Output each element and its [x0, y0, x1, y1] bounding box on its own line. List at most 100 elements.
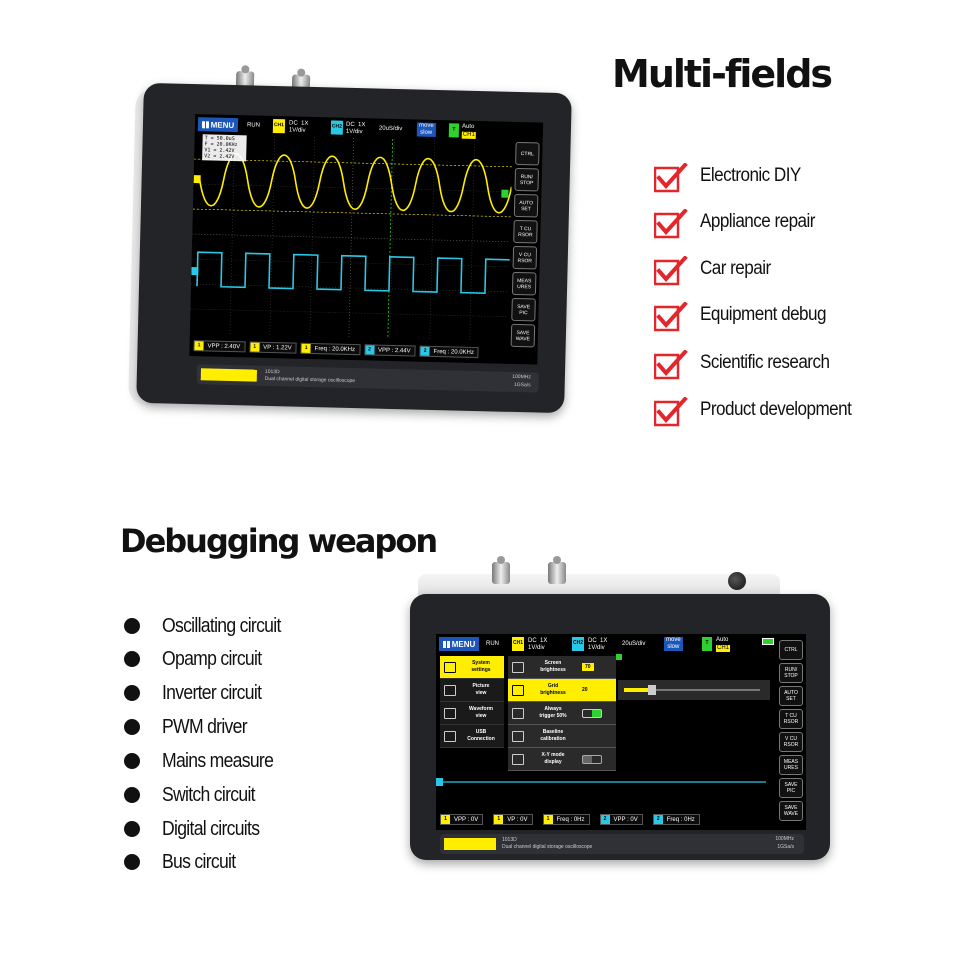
measurement-value: VPP : 0V [613, 816, 638, 823]
ch2-setting: DC 1X 1V/div [588, 638, 608, 651]
ch1-badge[interactable]: CH1 [272, 118, 286, 134]
cursor-readout: T = 50.0uS F = 20.0KHz V1 = 2.42V V2 = 2… [202, 134, 247, 162]
toggle-off-icon[interactable] [582, 754, 602, 764]
brightness-icon [512, 661, 524, 673]
checklist-item: Scientific research [653, 347, 844, 380]
run-stop-button[interactable]: RUN/ STOP [514, 167, 539, 192]
setting-label: Screen brightness [540, 660, 566, 673]
ch2-badge[interactable]: CH2 [330, 120, 344, 135]
auto-set-button[interactable]: AUTO SET [779, 686, 803, 706]
checklist-item: Appliance repair [653, 206, 828, 239]
time-cursor-button[interactable]: T CU RSOR [513, 219, 538, 244]
bullet-label: Mains measure [162, 749, 274, 772]
slider-handle[interactable] [648, 685, 656, 695]
debugging-weapon-heading: Debugging weapon [120, 522, 438, 560]
menu-item-system-settings[interactable]: System settings [440, 656, 504, 679]
menu-grid-icon [201, 120, 209, 128]
menu-item-usb-connection[interactable]: USB Connection [440, 725, 504, 748]
calibration-icon [512, 730, 524, 742]
setting-label: Baseline calibration [540, 729, 566, 742]
measures-button[interactable]: MEAS URES [779, 755, 803, 775]
measurement-value: Freq : 20.0KHz [433, 348, 475, 356]
save-wave-button[interactable]: SAVE WAVE [510, 323, 536, 348]
ctrl-button[interactable]: CTRL [515, 141, 540, 166]
bandwidth-spec: 100MHz [775, 836, 794, 842]
save-wave-button[interactable]: SAVE WAVE [779, 801, 803, 821]
menu-grid-icon [442, 640, 450, 648]
bullet-icon [124, 854, 140, 870]
sample-rate-spec: 1GSa/s [777, 844, 794, 850]
waveform-display [436, 654, 766, 786]
side-button-column: CTRL RUN/ STOP AUTO SET T CU RSOR V CU R… [510, 141, 540, 351]
model-name: 1013D [502, 837, 517, 843]
xy-mode-setting[interactable]: X-Y mode display [508, 748, 616, 771]
trigger-mode: Auto [716, 637, 729, 643]
scope-screen: MENU RUN CH1 DC 1X 1V/div CH2 DC 1X 1V/d… [189, 114, 544, 365]
move-mode-button[interactable]: move slow [664, 637, 683, 651]
channel-tag: 1 [494, 815, 504, 824]
voltage-cursor-button[interactable]: V CU RSOR [512, 245, 538, 270]
rotary-knob-icon[interactable] [728, 572, 746, 590]
bullet-label: Inverter circuit [162, 681, 262, 704]
run-state: RUN [486, 641, 499, 647]
checklist-item: Product development [653, 394, 868, 427]
checklist-label: Equipment debug [700, 304, 826, 325]
save-pic-button[interactable]: SAVE PIC [779, 778, 803, 798]
ch1-badge[interactable]: CH1 [512, 637, 524, 651]
grid-icon [512, 684, 524, 696]
checkmark-icon [653, 162, 688, 193]
menu-item-waveform-view[interactable]: Waveform view [440, 702, 504, 725]
model-strip: 1013D Dual channel digital storage oscil… [440, 834, 804, 854]
auto-set-button[interactable]: AUTO SET [513, 193, 539, 218]
setting-label: Always trigger 50% [539, 706, 567, 719]
bullet-item: PWM driver [124, 713, 258, 741]
scope-screen: MENU RUN CH1 DC 1X 1V/div CH2 DC 1X 1V/d… [436, 634, 806, 830]
menu-button[interactable]: MENU [197, 117, 239, 133]
timebase-readout[interactable]: 20uS/div [378, 125, 403, 133]
bullet-icon [124, 821, 140, 837]
measures-button[interactable]: MEAS URES [511, 271, 537, 296]
model-description: Dual channel digital storage oscilloscop… [264, 375, 356, 385]
menu-item-picture-view[interactable]: Picture view [440, 679, 504, 702]
ctrl-button[interactable]: CTRL [779, 640, 803, 660]
device-bezel: MENU RUN CH1 DC 1X 1V/div CH2 DC 1X 1V/d… [136, 82, 572, 414]
toggle-on-icon[interactable] [582, 708, 602, 718]
voltage-cursor-button[interactable]: V CU RSOR [779, 732, 803, 752]
bullet-label: Oscillating circuit [162, 614, 281, 637]
save-pic-button[interactable]: SAVE PIC [511, 297, 536, 322]
time-cursor-button[interactable]: T CU RSOR [779, 709, 803, 729]
bullet-label: Switch circuit [162, 783, 256, 806]
oscilloscope-device-bottom: MENU RUN CH1 DC 1X 1V/div CH2 DC 1X 1V/d… [410, 556, 832, 862]
measurement-value: VPP : 2.44V [377, 347, 411, 354]
bullet-item: Mains measure [124, 747, 288, 775]
channel-tag: 1 [301, 343, 311, 353]
model-description: Dual channel digital storage oscilloscop… [502, 844, 593, 850]
waveform-icon [444, 707, 456, 719]
always-trigger-setting[interactable]: Always trigger 50% [508, 702, 616, 725]
menu-button[interactable]: MENU [439, 637, 479, 651]
device-bezel: MENU RUN CH1 DC 1X 1V/div CH2 DC 1X 1V/d… [410, 594, 830, 860]
move-mode-button[interactable]: move slow [416, 122, 436, 137]
checklist-label: Car repair [700, 258, 771, 279]
bullet-icon [124, 753, 140, 769]
ch2-badge[interactable]: CH2 [572, 637, 584, 651]
channel-tag: 1 [194, 341, 204, 351]
checklist-label: Appliance repair [700, 211, 815, 232]
checkmark-icon [653, 301, 688, 332]
run-stop-button[interactable]: RUN/ STOP [779, 663, 803, 683]
slider-fill [624, 688, 652, 692]
bullet-item: Bus circuit [124, 848, 245, 876]
baseline-calibration-setting[interactable]: Baseline calibration [508, 725, 616, 748]
checkmark-icon [653, 349, 688, 380]
measurement-value: Freq : 20.0KHz [314, 345, 356, 353]
timebase-readout[interactable]: 20uS/div [622, 641, 646, 647]
channel-tag: 2 [653, 815, 663, 824]
